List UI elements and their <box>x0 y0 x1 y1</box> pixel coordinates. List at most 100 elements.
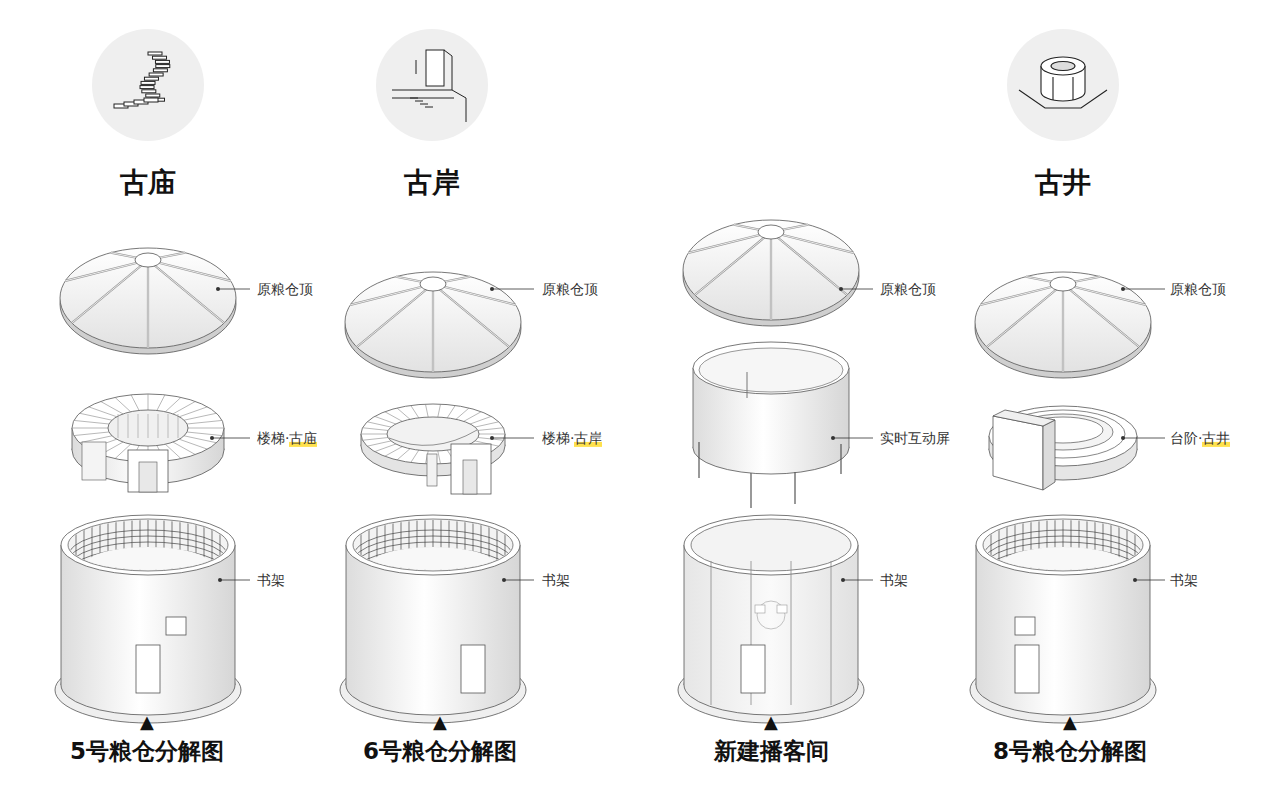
roof-rib <box>433 284 509 347</box>
part-label: 原粮仓顶 <box>1168 280 1228 298</box>
pointer-triangle: ▲ <box>764 712 778 732</box>
leader-dot <box>502 578 506 582</box>
stair-step <box>425 404 428 417</box>
shelf-line <box>69 542 227 592</box>
stair-step <box>165 397 181 411</box>
part-label: 原粮仓顶 <box>878 280 938 298</box>
shelf-line <box>354 536 512 586</box>
shelf-line <box>92 515 93 575</box>
leader-line <box>212 438 250 439</box>
stair-step <box>375 444 396 452</box>
shelf-line <box>385 515 386 575</box>
shelf-line <box>983 515 984 575</box>
stair-step <box>184 413 216 420</box>
panel-line <box>711 561 712 705</box>
stair-spiral <box>389 430 477 445</box>
column-heading: 古庙 <box>120 166 176 200</box>
roof-rib <box>72 260 148 323</box>
stair-step <box>411 450 419 462</box>
roof-rib <box>433 284 434 372</box>
stair-door <box>139 462 157 492</box>
icon-step <box>140 86 154 89</box>
silo-door <box>1015 645 1039 693</box>
shelf-line <box>1015 515 1016 575</box>
leader-line <box>1123 289 1165 290</box>
shelf-line <box>196 515 197 575</box>
icon-step <box>146 94 160 97</box>
stair-step <box>101 401 123 414</box>
stair-step <box>464 412 481 422</box>
icon-step <box>142 90 156 93</box>
roof-rib <box>695 232 771 295</box>
roof-rib <box>987 284 1063 347</box>
shelf-line <box>984 536 1142 586</box>
part-label: 实时互动屏 <box>878 429 952 447</box>
stair-step <box>363 438 388 441</box>
roof-rib <box>1063 284 1139 347</box>
caption-label: 8号粮仓分解图 <box>993 738 1147 766</box>
icon-step <box>148 52 162 55</box>
stair-step <box>470 416 491 424</box>
podcast-chair <box>777 605 787 613</box>
stair-step <box>411 405 419 417</box>
icon-block <box>426 50 444 86</box>
roof-apex <box>758 225 784 239</box>
roof-apex <box>1050 277 1076 291</box>
shelf-line <box>354 566 512 616</box>
roof-rib <box>771 232 847 295</box>
stair-door-block <box>451 444 491 494</box>
band-edge <box>693 368 694 448</box>
silo-floor <box>372 547 494 579</box>
shelf-line <box>212 515 213 575</box>
stair-step <box>184 436 216 443</box>
stair-well <box>108 410 188 446</box>
stair-step <box>367 441 391 446</box>
shelf-line <box>999 515 1000 575</box>
stair-grid <box>128 414 129 438</box>
icon-line <box>392 90 466 122</box>
icon-line <box>1053 77 1073 100</box>
shelf-line <box>1143 515 1144 575</box>
icon-step <box>149 73 163 76</box>
shelf-line <box>228 515 229 575</box>
bookshelf-grid <box>353 515 513 622</box>
roof-rib <box>770 232 772 320</box>
part-label: 楼梯·古岸 <box>540 429 604 447</box>
screen-top <box>693 342 849 394</box>
stair-grid <box>148 414 149 438</box>
shelf-line <box>68 515 69 575</box>
icon-circle <box>92 29 204 141</box>
silo-edge <box>346 545 347 685</box>
roof-rib <box>1063 284 1139 347</box>
leader-line <box>1135 580 1165 581</box>
stair-step <box>479 434 505 435</box>
leader-line <box>833 438 873 439</box>
part-label: 台阶·古井 <box>1168 429 1232 447</box>
shelf-line <box>1119 515 1120 575</box>
shelf-line <box>1111 515 1112 575</box>
shelf-line <box>354 542 512 592</box>
caption-label: 5号粮仓分解图 <box>70 738 224 766</box>
screen-leg <box>794 472 795 504</box>
stair-door <box>463 460 477 494</box>
screen-leg <box>698 442 699 478</box>
silo-floor <box>87 547 209 579</box>
roof-cone <box>975 272 1151 372</box>
icon-step <box>153 56 167 59</box>
icon-step <box>144 98 158 102</box>
stair-step <box>447 405 455 417</box>
leader-dot <box>490 287 494 291</box>
part-label: 书架 <box>1168 571 1200 589</box>
roof-cone <box>345 272 521 372</box>
roof-rib <box>148 260 224 323</box>
shelf-line <box>984 542 1142 592</box>
icon-step <box>144 77 158 80</box>
silo-edge <box>1150 545 1151 685</box>
roof-rib <box>987 284 1063 347</box>
stair-step <box>397 449 410 460</box>
roof-rib <box>148 260 149 348</box>
stair-step <box>157 395 165 411</box>
step-block-side <box>1043 420 1055 490</box>
icon-step <box>410 98 418 99</box>
